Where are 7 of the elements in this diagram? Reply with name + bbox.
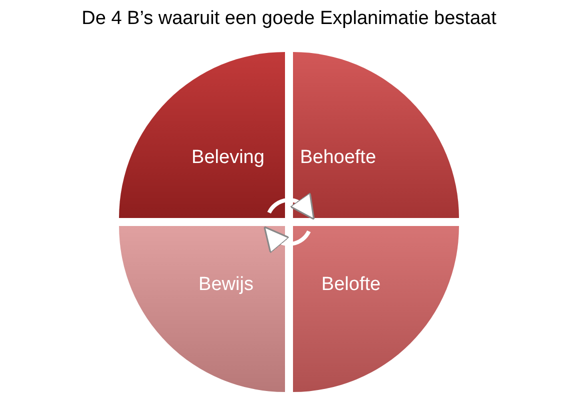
quadrant-label: Belofte [321,274,381,296]
quadrant-label: Beleving [192,147,264,169]
title: De 4 B’s waaruit een goede Explanimatie bestaat [80,8,498,30]
quadrant-label: Behoefte [300,147,376,169]
curved-arrow [263,226,311,254]
quadrant-label: Bewijs [198,274,254,296]
curved-arrow [267,192,316,220]
